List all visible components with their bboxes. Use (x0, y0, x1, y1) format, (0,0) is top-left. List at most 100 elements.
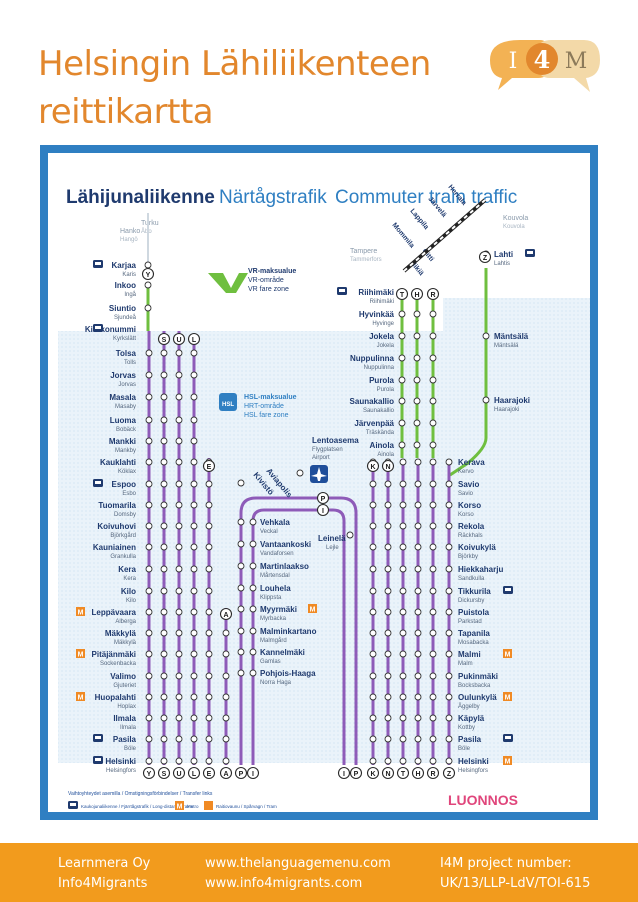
map-heading-en: Commuter train traffic (335, 187, 517, 208)
east-station-8-stop-0 (369, 565, 377, 573)
legend-tram-label: Raitiovaunu / Spårvagn / Tram (216, 803, 277, 809)
east-station-12-stop-4 (429, 650, 437, 658)
west-station-13-stop-0 (145, 543, 153, 551)
ring-station-4-name: Myyrmäki (260, 605, 297, 614)
west-station-20-metro-icon-letter: M (78, 695, 84, 702)
branch-hanko-sv: Hangö (120, 237, 138, 243)
west-station-14-name-sv: Kera (123, 576, 136, 582)
main-station-7-stop-0 (398, 441, 406, 449)
west-station-21-stop-4 (205, 714, 213, 722)
west-station-9-name: Kauklahti (100, 458, 136, 467)
footer-website-1[interactable]: www.thelanguagemenu.com (205, 856, 391, 871)
bottom-left-badge-4: E (202, 766, 216, 780)
east-station-15-stop-1 (384, 714, 392, 722)
branch-lappila: Lappila (408, 208, 429, 231)
ring-station-7-name-sv: Norra Haga (260, 680, 292, 686)
badge-h-riihimaki: H (410, 287, 424, 301)
branch-tampere: Tampere (350, 248, 377, 255)
bottom-right-badge-6-circle (426, 766, 440, 780)
badge-u-kirkkonummi-letter: U (176, 337, 181, 344)
west-station-18-stop-3 (190, 650, 198, 658)
west-station-18-stop-1 (160, 650, 168, 658)
hsl-zone-fi: HSL-maksualue (244, 394, 297, 401)
east-station-8-stop-5 (445, 565, 453, 573)
east-station-7-name-sv: Björkby (458, 554, 478, 560)
east-station-0-train-icon (525, 249, 535, 257)
west-station-15-stop-3 (190, 587, 198, 595)
map-heading-sv: Närtågstrafik (219, 187, 327, 208)
badge-i-airport-letter: I (322, 508, 324, 515)
east-station-7-stop-4 (429, 543, 437, 551)
aviapolis-stop (296, 469, 304, 477)
east-station-9-stop-2 (399, 587, 407, 595)
east-station-6-stop-2 (399, 522, 407, 530)
main-station-5-stop-2 (429, 397, 437, 405)
west-station-23-stop-4 (205, 757, 213, 765)
east-station-8-stop-1 (384, 565, 392, 573)
ring-station-3-stop-outer (237, 584, 245, 592)
west-station-21-name: Ilmala (113, 714, 136, 723)
east-station-13-stop-4 (429, 672, 437, 680)
bottom-right-badge-5-letter: H (415, 771, 420, 778)
legend-train-icon-window (70, 803, 76, 806)
legend-title: Vaihtoyhteydet asemilla / Omstigningsför… (68, 791, 213, 797)
main-station-1-name: Hyvinkää (359, 310, 395, 319)
east-station-11-stop-2 (399, 629, 407, 637)
west-station-21-stop-0 (145, 714, 153, 722)
title-line-1: Helsingin Lähiliikenteen (38, 44, 431, 84)
badge-l-kirkkonummi-letter: L (192, 337, 197, 344)
bottom-left-badge-2-letter: U (176, 771, 181, 778)
badge-e-kauklahti-letter: E (207, 464, 212, 471)
west-station-21-stop-3 (190, 714, 198, 722)
bottom-right-badge-2: K (366, 766, 380, 780)
footer: Learnmera Oy Info4Migrants www.thelangua… (0, 843, 638, 902)
west-station-19-name: Valimo (110, 672, 136, 681)
ring-station-4-stop-inner (249, 605, 257, 613)
east-station-16-train-icon (503, 734, 513, 742)
east-station-3-stop-4 (429, 458, 437, 466)
ring-rail-inner (251, 508, 346, 765)
branch-turku: Turku (141, 220, 159, 227)
east-station-7-name: Koivukylä (458, 543, 496, 552)
east-station-13-stop-2 (399, 672, 407, 680)
east-station-10-stop-2 (399, 608, 407, 616)
bottom-right-badge-1-letter: P (354, 771, 359, 778)
east-station-10-stop-1 (384, 608, 392, 616)
ring-station-6-name-sv: Gamlas (260, 659, 281, 665)
bottom-left-badge-3-circle (187, 766, 201, 780)
badge-y-karjaa: Y (141, 267, 155, 281)
west-station-13-stop-1 (160, 543, 168, 551)
footer-website-2[interactable]: www.info4migrants.com (205, 876, 363, 891)
west-station-1-name: Inkoo (115, 281, 136, 290)
legend-metro-icon: M (175, 801, 184, 811)
east-station-9-train-icon-window (505, 588, 511, 591)
kivisto-stop (237, 479, 245, 487)
hsl-logo-icon (219, 393, 237, 411)
main-station-7-stop-2 (429, 441, 437, 449)
west-station-20-stop-1 (160, 693, 168, 701)
east-station-2-name: Haarajoki (494, 396, 530, 405)
west-station-12-stop-1 (160, 522, 168, 530)
leinela-label: Leinelä (318, 534, 346, 543)
bottom-right-badge-6-letter: R (430, 771, 435, 778)
badge-n-kerava-circle (381, 459, 395, 473)
west-station-14-name: Kera (118, 565, 136, 574)
badge-p-airport-letter: P (321, 496, 326, 503)
ring-station-5-stop-outer (237, 627, 245, 635)
west-station-4-stop-1 (160, 349, 168, 357)
east-station-3-stop-3 (414, 458, 422, 466)
east-station-14-stop-2 (399, 693, 407, 701)
footer-project: I4M project number: UK/13/LLP-LdV/TOI-61… (440, 854, 590, 894)
main-station-4-name: Purola (369, 376, 394, 385)
west-station-11-stop-3 (190, 501, 198, 509)
west-station-12-stop-0 (145, 522, 153, 530)
logo-digit-4: 4 (534, 45, 551, 74)
west-station-5-name: Jorvas (110, 371, 136, 380)
west-station-13-stop-4 (205, 543, 213, 551)
west-station-6-stop-0 (145, 393, 153, 401)
